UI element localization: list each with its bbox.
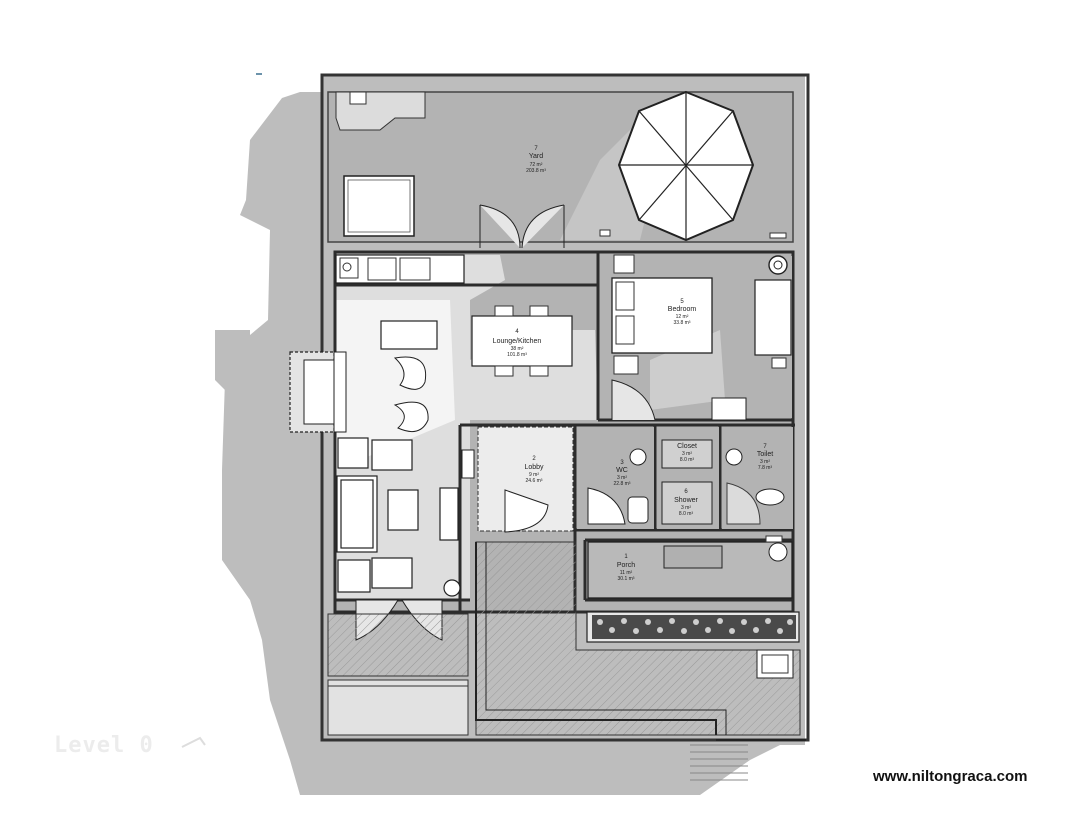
room-tag-lounge: 4 Lounge/Kitchen 38 m² 101.8 m³ [493,329,542,358]
kitchen-counter [335,254,465,284]
svg-text:101.8 m³: 101.8 m³ [507,352,527,358]
svg-text:1: 1 [624,554,628,560]
svg-text:5: 5 [680,299,684,305]
website-credit: www.niltongraca.com [873,768,1028,785]
svg-text:3 m²: 3 m² [760,459,770,465]
wardrobe [754,279,792,356]
svg-text:Shower: Shower [674,497,698,504]
svg-text:4: 4 [515,329,519,335]
bathroom-cluster [577,427,793,529]
svg-text:Lobby: Lobby [524,464,544,471]
lounge-sofa [336,437,461,597]
svg-text:Yard: Yard [529,153,543,160]
svg-text:Porch: Porch [617,562,635,569]
dining-table [471,305,573,377]
closet-box [661,439,713,469]
svg-text:38 m²: 38 m² [511,346,524,352]
bedroom-area [602,254,792,421]
room-tag-closet: Closet 3 m² 8.0 m³ [677,443,697,463]
svg-text:7.8 m³: 7.8 m³ [758,465,773,471]
kitchen-island [380,320,438,350]
svg-text:WC: WC [616,467,628,474]
svg-text:7: 7 [534,146,538,152]
svg-text:Lounge/Kitchen: Lounge/Kitchen [493,338,542,345]
svg-text:8.0 m³: 8.0 m³ [680,457,695,463]
svg-text:3 m²: 3 m² [682,451,692,457]
svg-text:9 m²: 9 m² [529,472,539,478]
svg-text:11 m²: 11 m² [620,570,633,576]
yard-bench [343,175,415,237]
svg-text:3 m²: 3 m² [617,475,627,481]
level-label: Level 0 [54,733,154,758]
shower-tray [661,481,713,525]
svg-text:Bedroom: Bedroom [668,306,697,313]
svg-text:12 m²: 12 m² [676,314,689,320]
svg-text:2: 2 [532,456,536,462]
svg-text:203.8 m³: 203.8 m³ [526,168,546,174]
room-tag-shower: 6 Shower 3 m² 8.0 m³ [674,489,698,517]
svg-text:7: 7 [763,444,767,450]
room-tag-bedroom: 5 Bedroom 12 m² 33.8 m³ [668,299,697,326]
svg-text:Closet: Closet [677,443,697,450]
room-tag-porch: 1 Porch 11 m² 30.1 m³ [617,554,635,582]
room-tag-yard: 7 Yard 72 m² 203.8 m³ [526,146,546,174]
svg-text:24.6 m³: 24.6 m³ [526,478,543,484]
lobby-area [461,426,574,533]
room-tag-lobby: 2 Lobby 9 m² 24.6 m³ [524,456,544,484]
entry-steps [690,739,806,781]
yard-area [327,90,794,249]
room-tag-wc: 3 WC 3 m² 22.8 m³ [614,460,631,487]
terrace-paving [327,541,801,736]
svg-text:22.8 m³: 22.8 m³ [614,481,631,487]
room-tag-toilet: 7 Toilet 3 m² 7.8 m³ [757,444,773,471]
svg-text:72 m²: 72 m² [530,162,543,168]
svg-text:Toilet: Toilet [757,451,773,458]
svg-text:33.8 m³: 33.8 m³ [674,320,691,326]
bar-stools [393,356,427,390]
svg-text:3: 3 [620,460,624,466]
planter-strip [586,611,800,643]
svg-text:8.0 m³: 8.0 m³ [679,511,694,517]
svg-text:3 m²: 3 m² [681,505,691,511]
fireplace [289,351,347,433]
porch-bench [663,545,723,569]
porch-area [587,535,793,599]
svg-text:30.1 m³: 30.1 m³ [618,576,635,582]
svg-text:6: 6 [684,489,688,495]
umbrella-icon [617,90,755,242]
